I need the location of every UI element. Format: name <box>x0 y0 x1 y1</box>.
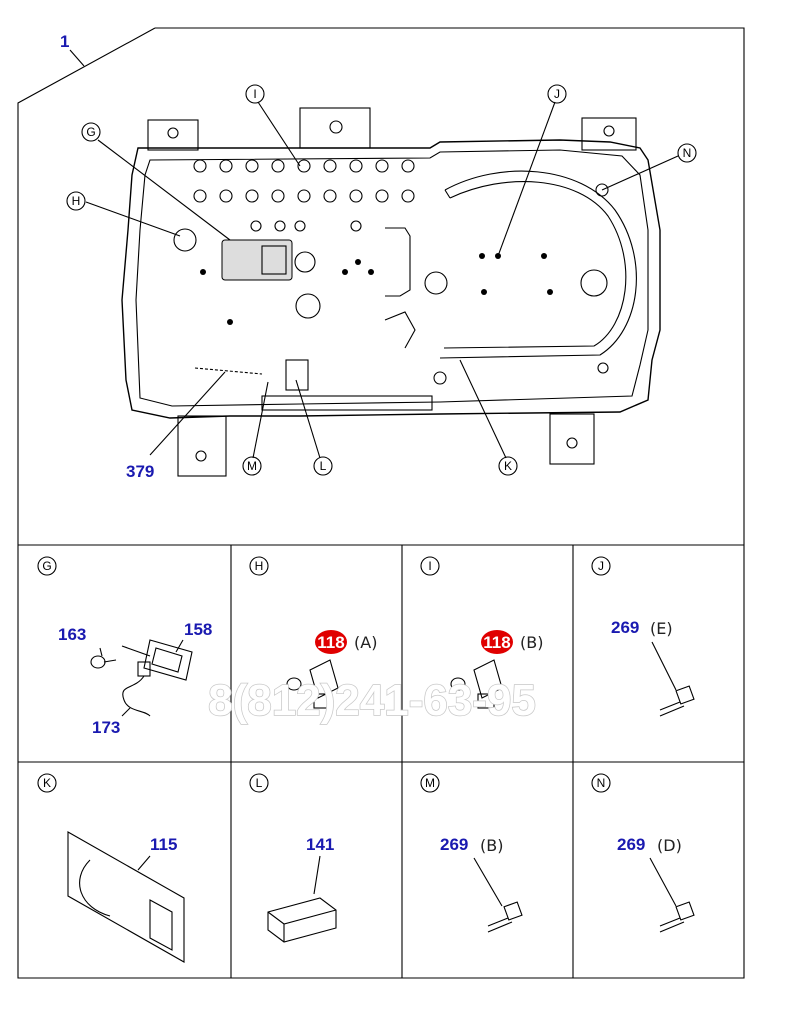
mount-tab-1 <box>147 119 199 151</box>
part-number-141[interactable]: 141 <box>306 835 334 854</box>
module-158 <box>143 639 193 681</box>
panel-letter: I <box>428 559 431 573</box>
gauge-arc-inner <box>443 181 627 349</box>
panel-letter: N <box>597 776 606 790</box>
panel-G: G 163 158 173 <box>37 556 212 737</box>
bulb-socket-a <box>309 659 339 699</box>
harness-173 <box>122 675 151 717</box>
assembly-leader <box>69 49 85 67</box>
callout-letter: J <box>554 87 560 101</box>
callout-I[interactable]: I <box>245 84 265 104</box>
panel-N: N 269 (D) <box>591 773 695 933</box>
callout-leaders <box>85 101 679 459</box>
outer-frame <box>17 27 745 979</box>
gauge-arc-outer <box>439 170 637 359</box>
callout-letter: G <box>86 125 95 139</box>
instrument-cluster <box>121 107 661 477</box>
callout-H[interactable]: H <box>66 191 86 211</box>
part-number-269-b[interactable]: 269 <box>440 835 468 854</box>
part-suffix: (B) <box>520 633 543 652</box>
circuit-board-115 <box>67 831 185 963</box>
screw-163 <box>90 655 106 669</box>
callout-letter: M <box>247 459 257 473</box>
panel-letter: H <box>255 559 264 573</box>
callout-K[interactable]: K <box>498 456 518 476</box>
part-suffix: (A) <box>354 633 377 652</box>
mount-tab-4 <box>177 415 227 477</box>
panel-I: I 118 (B) <box>420 556 543 709</box>
mount-tab-2 <box>299 107 371 149</box>
cluster-inner <box>135 149 649 407</box>
panel-letter: L <box>256 776 263 790</box>
assembly-number[interactable]: 1 <box>60 32 69 51</box>
part-number-118-a[interactable]: 118 <box>317 633 344 652</box>
bottom-rail <box>261 395 433 411</box>
part-number-269-e[interactable]: 269 <box>611 618 639 637</box>
panel-letter: G <box>42 559 51 573</box>
panel-K: K 115 <box>37 773 185 963</box>
panel-J: J 269 (E) <box>591 556 695 717</box>
panel-M: M 269 (B) <box>420 773 523 933</box>
callout-N[interactable]: N <box>677 143 697 163</box>
callout-letter: H <box>72 194 81 208</box>
part-suffix: (E) <box>650 619 673 638</box>
callout-G[interactable]: G <box>81 122 101 142</box>
bulb-grid <box>193 159 415 232</box>
part-number-173[interactable]: 173 <box>92 718 120 737</box>
module-g <box>221 239 293 281</box>
bolt-269-b <box>487 917 513 933</box>
part-suffix: (D) <box>657 836 682 855</box>
panel-letter: J <box>598 559 604 573</box>
watermark-phone: 8(812)241-63-95 <box>208 676 536 725</box>
bolt-269-d <box>659 917 685 933</box>
part-number-115[interactable]: 115 <box>150 835 177 854</box>
bolt-269-e <box>659 701 685 717</box>
connector-141 <box>267 897 337 943</box>
part-number-158[interactable]: 158 <box>184 620 212 639</box>
mount-tab-3 <box>581 117 637 151</box>
callout-J[interactable]: J <box>547 84 567 104</box>
panel-L: L 141 <box>249 773 337 943</box>
callout-M[interactable]: M <box>242 456 262 476</box>
callout-letter: L <box>320 459 327 473</box>
callout-letter: N <box>683 146 692 160</box>
bulb-socket-b <box>473 659 503 699</box>
cluster-body <box>121 139 661 419</box>
part-number-163[interactable]: 163 <box>58 625 86 644</box>
panel-H: H 118 (A) <box>249 556 377 709</box>
callout-letter: I <box>253 87 256 101</box>
callout-letter: K <box>504 459 512 473</box>
panel-letter: K <box>43 776 51 790</box>
callout-L[interactable]: L <box>313 456 333 476</box>
part-number-118-b[interactable]: 118 <box>483 633 510 652</box>
part-number-379[interactable]: 379 <box>126 462 154 481</box>
part-suffix: (B) <box>480 836 503 855</box>
panel-letter: M <box>425 776 435 790</box>
highlight-118-a <box>315 630 347 654</box>
mount-tab-5 <box>549 413 595 465</box>
highlight-118-b <box>481 630 513 654</box>
part-number-269-d[interactable]: 269 <box>617 835 645 854</box>
